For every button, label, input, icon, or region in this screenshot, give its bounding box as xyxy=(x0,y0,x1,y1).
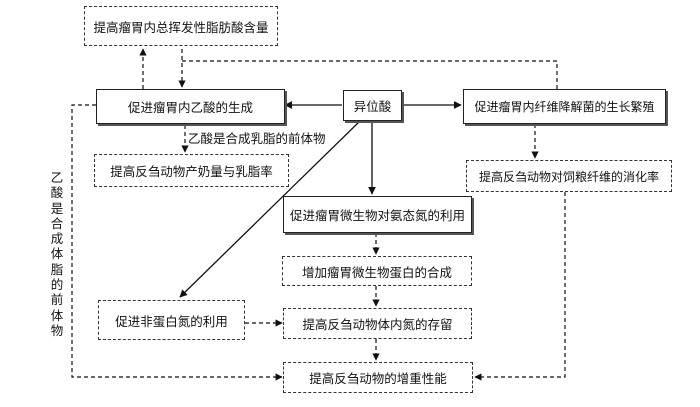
node-total-vfa: 提高瘤胃内总挥发性脂肪酸含量 xyxy=(84,6,278,46)
edge-iso-npn xyxy=(179,120,361,298)
node-fiber-digestibility: 提高反刍动物对饲粮纤维的消化率 xyxy=(466,160,672,192)
node-microbial-protein: 增加瘤胃微生物蛋白的合成 xyxy=(282,256,472,286)
edge-fiber-top xyxy=(182,60,558,89)
edge-acetic-growth xyxy=(71,104,283,381)
node-acetic-acid: 促进瘤胃内乙酸的生成 xyxy=(96,89,285,124)
node-npn-utilization: 促进非蛋白氮的利用 xyxy=(98,300,245,340)
node-weight-gain: 提高反刍动物的增重性能 xyxy=(283,362,473,393)
label-body-fat-precursor: 乙酸是合成体脂的前体物 xyxy=(50,170,64,338)
node-nitrogen-retention: 提高反刍动物体内氮的存留 xyxy=(283,308,472,339)
node-milk-yield: 提高反刍动物产奶量与乳脂率 xyxy=(94,154,289,187)
node-isoacid: 异位酸 xyxy=(343,90,402,121)
node-fiber-bacteria: 促进瘤胃内纤维降解菌的生长繁殖 xyxy=(463,89,666,124)
label-milk-precursor: 乙酸是合成乳脂的前体物 xyxy=(188,131,326,146)
node-ammonia-utilization: 促进瘤胃微生物对氨态氮的利用 xyxy=(283,196,472,233)
edge-digest-growth xyxy=(474,192,566,381)
